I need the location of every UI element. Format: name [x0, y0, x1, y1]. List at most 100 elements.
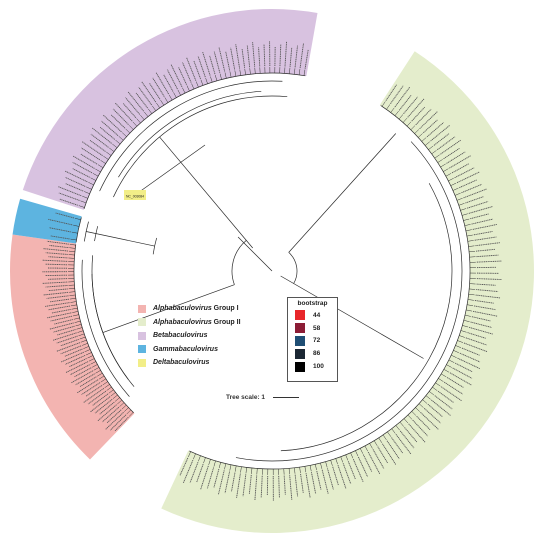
- leaf-label: [213, 468, 220, 488]
- leaf-label: [283, 475, 286, 495]
- legend-label: Gammabaculovirus: [153, 346, 218, 353]
- deltabaculovirus-tip: NC_003084: [124, 190, 146, 200]
- leaf-branch: [124, 407, 129, 412]
- leaf-label: [45, 285, 68, 288]
- leaf-branch: [415, 407, 420, 412]
- leaf-label: [382, 443, 397, 466]
- leaf-label: [46, 312, 72, 319]
- leaf-branch: [191, 83, 195, 90]
- leaf-branch: [98, 375, 105, 380]
- leaf-branch: [411, 411, 417, 416]
- leaf-branch: [92, 364, 98, 368]
- leaf-label: [443, 381, 463, 395]
- leaf-branch: [340, 456, 344, 463]
- leaf-branch: [115, 139, 121, 145]
- leaf-label: [472, 223, 498, 230]
- leaf-branch: [467, 299, 474, 301]
- leaf-branch: [213, 460, 216, 467]
- leaf-label: [106, 409, 122, 424]
- leaf-branch: [443, 168, 449, 172]
- leaf-label: [475, 242, 501, 247]
- leaf-branch: [298, 68, 301, 75]
- leaf-branch: [345, 454, 349, 461]
- leaf-branch: [251, 467, 253, 474]
- internal-branch: [86, 231, 155, 247]
- leaf-branch: [84, 191, 90, 195]
- internal-arc: [152, 237, 157, 255]
- leaf-branch: [69, 244, 76, 246]
- leaf-label: [459, 179, 477, 189]
- clade-arc: [81, 259, 130, 397]
- leaf-branch: [468, 293, 475, 296]
- leaf-label: [182, 459, 194, 484]
- leaf-branch: [73, 224, 80, 227]
- legend-swatch: [138, 345, 146, 354]
- leaf-label: [90, 133, 109, 148]
- leaf-branch: [224, 463, 227, 470]
- leaf-label: [85, 385, 103, 397]
- leaf-branch: [112, 394, 118, 399]
- clade-sectors: [10, 8, 534, 534]
- leaf-label: [42, 259, 68, 262]
- leaf-branch: [407, 414, 413, 420]
- leaf-label: [46, 240, 69, 245]
- bootstrap-item: 72: [288, 335, 337, 348]
- leaf-branch: [119, 402, 125, 407]
- leaf-branch: [454, 192, 461, 196]
- leaf-label: [252, 41, 256, 67]
- leaf-branch: [218, 462, 221, 469]
- leaf-label: [461, 183, 482, 194]
- leaf-label: [53, 325, 75, 333]
- legend-swatch: [138, 318, 146, 327]
- leaf-branch: [254, 67, 256, 74]
- leaf-label: [443, 147, 460, 160]
- leaf-branch: [464, 224, 471, 226]
- leaf-branch: [68, 250, 75, 252]
- leaf-branch: [465, 229, 472, 232]
- leaf-branch: [81, 343, 88, 346]
- legend-swatch: [138, 331, 146, 340]
- clade-band: [161, 51, 534, 534]
- leaf-branch: [402, 117, 408, 123]
- leaf-label: [437, 136, 456, 151]
- leaf-branch: [74, 320, 81, 323]
- leaf-branch: [73, 317, 80, 320]
- leaf-branch: [303, 69, 306, 76]
- leaf-label: [459, 352, 481, 363]
- leaf-label: [81, 147, 101, 161]
- legend-genus: Alphabaculovirus: [153, 318, 212, 326]
- clade-arc: [75, 217, 82, 243]
- leaf-branch: [429, 391, 435, 396]
- clade-arc: [83, 72, 306, 209]
- leaf-label: [473, 305, 496, 311]
- leaf-branch: [69, 298, 76, 300]
- legend-group: Group I: [211, 305, 239, 313]
- leaf-branch: [373, 440, 378, 446]
- leaf-branch: [68, 288, 75, 290]
- leaf-branch: [240, 466, 242, 473]
- leaf-branch: [418, 403, 424, 408]
- leaf-branch: [450, 182, 457, 186]
- leaf-label: [213, 51, 221, 73]
- legend-genus: Gammabaculovirus: [153, 345, 218, 353]
- legend-label: Alphabaculovirus Group I: [153, 305, 239, 312]
- leaf-label: [304, 49, 309, 69]
- leaf-branch: [432, 386, 438, 391]
- leaf-branch: [440, 163, 446, 168]
- leaf-branch: [118, 136, 124, 141]
- leaf-branch: [294, 467, 296, 474]
- leaf-label: [64, 348, 83, 357]
- leaf-branch: [466, 234, 473, 237]
- leaf-label: [50, 235, 70, 240]
- leaf-branch: [387, 431, 392, 437]
- leaf-branch: [210, 76, 213, 83]
- bootstrap-label: 86: [313, 350, 321, 358]
- bootstrap-swatch: [295, 323, 305, 334]
- leaf-label: [367, 451, 381, 475]
- leaf-label: [60, 345, 82, 355]
- leaf-label: [471, 218, 494, 225]
- leaf-branch: [469, 288, 476, 290]
- leaf-label: [465, 196, 484, 204]
- leaf-label: [440, 139, 462, 155]
